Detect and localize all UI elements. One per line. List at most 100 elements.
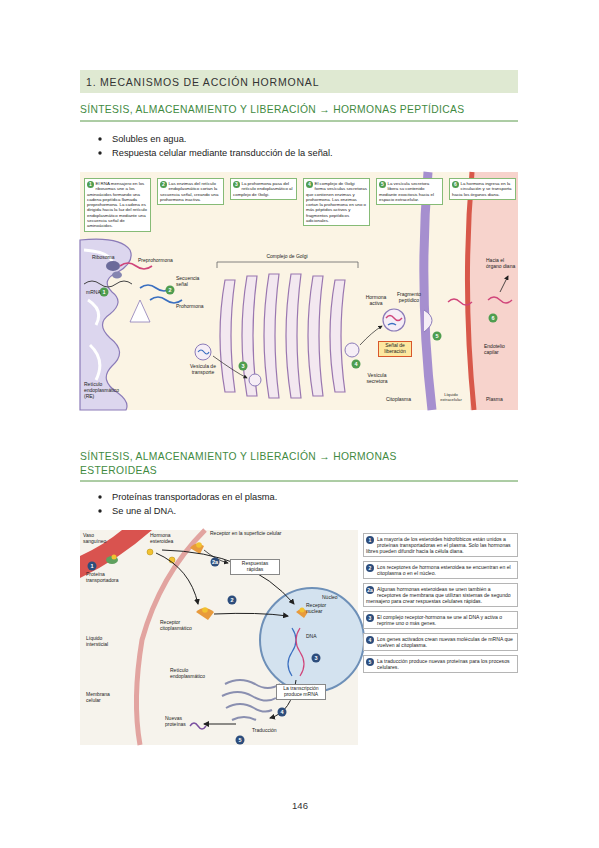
figure-panel — [80, 172, 518, 410]
figure-label: Plasma — [486, 397, 514, 403]
section-heading: SÍNTESIS, ALMACENAMIENTO Y LIBERACIÓN → … — [80, 450, 465, 478]
step-box: 2aAlgunas hormonas esteroideas se unen t… — [363, 583, 518, 607]
step-box: 3La prohormona pasa del retículo endopla… — [230, 178, 297, 200]
step-text: El RNA mensajero en los ribosomas une a … — [87, 181, 148, 229]
golgi-cisterna — [308, 276, 323, 396]
section-rule — [80, 121, 518, 122]
exocytosis — [424, 310, 432, 332]
bullet-text: Solubles en agua. — [112, 133, 512, 145]
step-text: La vesícula secretora libera su contenid… — [379, 181, 440, 202]
step-text: Las enzimas del retículo endoplasmático … — [160, 181, 221, 202]
bullet-text: Se une al DNA. — [112, 505, 512, 517]
blood-vessel — [80, 530, 152, 578]
dna-helix — [288, 628, 296, 676]
peptide-chain — [150, 297, 182, 303]
circulating-hormone — [488, 297, 512, 303]
callout-number: 4 — [278, 708, 287, 717]
step-text: Los receptores de hormona esteroidea se … — [366, 564, 514, 576]
step-text: La traducción produce nuevas proteínas p… — [366, 658, 514, 670]
capillary — [470, 172, 518, 410]
callout-number: 1 — [100, 288, 109, 297]
figure-label: Prohormona — [176, 304, 216, 310]
callout-number: 4 — [352, 360, 361, 369]
cell-membrane — [424, 172, 432, 410]
callout-number: 3 — [312, 654, 321, 663]
golgi-bracket — [217, 262, 358, 268]
step-number: 2 — [160, 181, 167, 188]
step-text: Señal de liberación — [381, 343, 409, 355]
er-lumen — [84, 250, 112, 380]
callout-box: La transcripción produce mRNA — [276, 684, 326, 700]
steroid-hormone — [196, 542, 202, 548]
bullet-dot — [98, 151, 101, 154]
figure-label: Hormona activa — [362, 295, 390, 307]
step-text: Algunas hormonas esteroideas se unen tam… — [366, 586, 514, 604]
step-text: El complejo de Golgi forma vesículas sec… — [306, 181, 367, 223]
figure-label: DNA — [306, 634, 326, 640]
steroid-hormone — [147, 549, 153, 555]
step-box: 2Las enzimas del retículo endoplasmático… — [157, 178, 224, 205]
bullet-dot — [98, 509, 101, 512]
figure-label: Retículo endoplasmático (RE) — [84, 382, 124, 399]
figure-label: Retículo endoplasmático — [170, 668, 210, 680]
figure-label: Membrana celular — [86, 692, 122, 704]
figure-label: Preprohormona — [138, 258, 188, 264]
step-box: 6La hormona ingresa en la circulación y … — [449, 178, 516, 200]
bullet-text: Respuesta celular mediante transducción … — [112, 147, 512, 159]
page-heading: 1. MECANISMOS DE ACCIÓN HORMONAL — [86, 76, 319, 88]
figure-label: Citoplasma — [386, 397, 422, 403]
step-number: 5 — [366, 658, 374, 666]
step-text: Los genes activados crean nuevas molécul… — [366, 636, 514, 648]
step-text: Respuestas rápidas — [233, 561, 277, 573]
flow-arrow — [156, 553, 198, 604]
figure-label: mRNA — [86, 290, 116, 296]
figure-label: Receptor en la superficie celular — [210, 531, 310, 537]
step-number: 5 — [379, 181, 386, 188]
figure-label: Traducción — [252, 728, 292, 734]
figure-label: Endotelio capilar — [484, 344, 514, 356]
callout-number: 2 — [166, 286, 175, 295]
section-rule — [80, 481, 518, 482]
step-box: 5La vesícula secretora libera su conteni… — [376, 178, 443, 205]
transport-vesicle — [195, 344, 211, 360]
figure-label: Líquido intersticial — [86, 636, 122, 648]
step-number: 2a — [366, 586, 374, 594]
callout-number: 3 — [239, 362, 248, 371]
bullet-dot — [98, 495, 101, 498]
figure-label: Complejo de Golgi — [247, 254, 327, 260]
step-text: La prohormona pasa del retículo endoplas… — [233, 181, 294, 197]
steroid-hormone — [112, 555, 117, 560]
figure-label: Fragmento peptídico — [393, 292, 425, 304]
step-box: 5La traducción produce nuevas proteínas … — [363, 655, 518, 673]
flow-arrow — [500, 276, 508, 292]
er-arrow — [130, 300, 150, 322]
callout-number: 5 — [433, 332, 442, 341]
steroid-hormone — [202, 607, 208, 613]
peptide-chain — [198, 350, 209, 354]
endoplasmic-reticulum — [222, 680, 280, 720]
cytoplasmic-receptor — [196, 608, 214, 620]
transport-vesicle — [249, 374, 261, 386]
golgi-vesicle — [345, 343, 359, 357]
step-number: 1 — [87, 181, 94, 188]
callout-number: 2a — [211, 558, 220, 567]
step-number: 3 — [366, 614, 374, 622]
step-box: 4El complejo de Golgi forma vesículas se… — [303, 178, 370, 226]
step-number: 6 — [452, 181, 459, 188]
step-text: La mayoría de los esteroides hidrofóbico… — [366, 536, 514, 554]
new-protein — [190, 723, 206, 729]
peptide-fragment — [388, 324, 396, 326]
callout-number: 5 — [236, 736, 245, 745]
cell-membrane — [136, 530, 205, 745]
ribosome — [112, 272, 122, 279]
golgi-cisterna — [330, 280, 345, 392]
figure-label: Proteína transportadora — [86, 572, 122, 584]
step-number: 4 — [366, 636, 374, 644]
capillary-endothelium — [467, 172, 474, 410]
flow-arrow — [213, 356, 247, 378]
step-box: 3El complejo receptor-hormona se une al … — [363, 611, 518, 629]
bullet-text: Proteínas transportadoras en el plasma. — [112, 491, 512, 503]
step-number: 1 — [366, 536, 374, 544]
page-number: 146 — [280, 800, 320, 811]
